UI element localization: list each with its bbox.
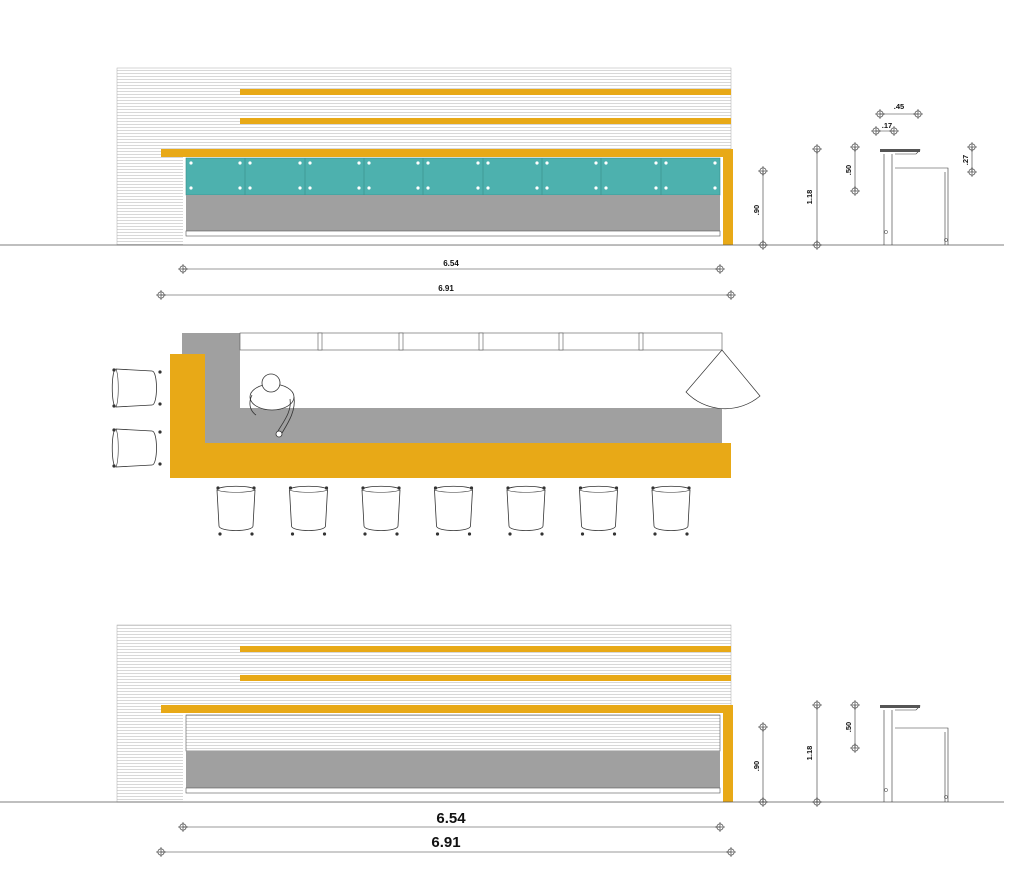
orange-side-post — [723, 149, 733, 245]
dimension-outer: 6.91 — [155, 834, 737, 858]
dimension-height-counter: .90 — [752, 721, 769, 808]
orange-shelf-1 — [240, 89, 731, 95]
height-counter-label: .90 — [752, 205, 761, 215]
glass-joints — [189, 158, 717, 195]
bar-stool — [360, 485, 402, 537]
bar-stools-front — [215, 485, 692, 537]
dimension-height-total: 1.18 — [805, 699, 823, 808]
bar-stool — [650, 485, 692, 537]
bar-stool — [111, 367, 163, 409]
dim-outer-label: 6.91 — [438, 284, 454, 293]
dimension-height-counter: .90 — [752, 165, 769, 251]
counter-base — [185, 230, 721, 237]
person-figure — [249, 373, 295, 438]
counter-body-gray — [186, 751, 720, 793]
dimension-height-total: 1.18 — [805, 143, 823, 251]
elevation-bottom: 6.54 6.91 .90 1.18 .50 — [0, 624, 1004, 858]
section-width-label: .45 — [894, 102, 904, 111]
orange-shelf-2 — [240, 118, 731, 124]
counter-body-gray — [186, 195, 720, 236]
section-detail-top: .50 .45 .17 .27 — [844, 102, 978, 245]
display-case-dividers — [317, 332, 644, 351]
dimension-outer: 6.91 — [155, 284, 737, 301]
section-shelf-label: .27 — [961, 155, 970, 165]
dim-outer-label: 6.91 — [431, 834, 460, 851]
height-counter-label: .90 — [752, 761, 761, 771]
orange-side-post — [723, 705, 733, 802]
bar-stool — [433, 485, 474, 537]
bar-stool — [215, 485, 257, 537]
orange-shelf-2 — [240, 675, 731, 681]
dim-inner-label: 6.54 — [436, 810, 466, 827]
glass-display-teal — [185, 157, 721, 196]
counter-orange-l — [170, 354, 731, 478]
dim-inner-label: 6.54 — [443, 259, 459, 268]
bar-stool — [288, 485, 329, 537]
section-upper-label: .50 — [844, 165, 853, 175]
dimension-inner: 6.54 — [177, 810, 726, 833]
orange-top-band — [161, 149, 731, 157]
counter-profile — [880, 149, 949, 245]
height-total-label: 1.18 — [805, 746, 814, 761]
dimension-inner: 6.54 — [177, 259, 726, 275]
plan-view — [111, 332, 761, 537]
counter-profile-top — [880, 149, 920, 152]
section-upper-label: .50 — [844, 722, 853, 732]
height-total-label: 1.18 — [805, 190, 814, 205]
elevation-top: 6.54 6.91 .90 1.18 .50 — [0, 67, 1004, 301]
back-wall-lines — [185, 714, 721, 752]
orange-top-band — [161, 705, 731, 713]
bar-stool — [505, 485, 547, 537]
bar-stool — [578, 485, 619, 537]
swing-door — [685, 349, 761, 410]
section-depth-label: .17 — [882, 121, 892, 130]
bar-stool — [111, 427, 163, 469]
section-detail-bottom: .50 — [844, 699, 949, 802]
counter-profile-top — [880, 705, 920, 708]
orange-shelf-1 — [240, 646, 731, 652]
counter-profile — [880, 705, 949, 802]
counter-base — [185, 787, 721, 794]
bar-stools-side — [111, 367, 163, 469]
